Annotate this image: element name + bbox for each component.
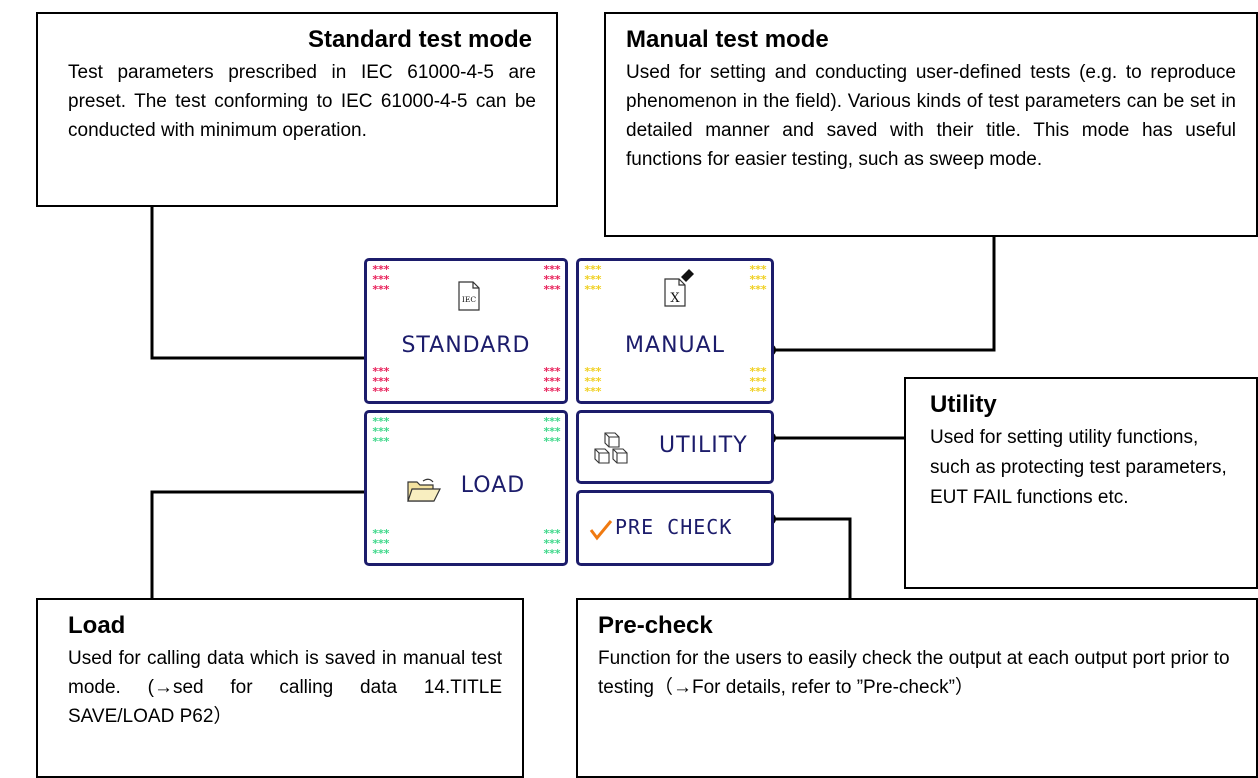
load-button[interactable]: ********* ********* ********* ********* … <box>364 410 568 566</box>
load-callout-text: Used for calling data which is saved in … <box>68 648 502 727</box>
checkmark-icon <box>589 520 613 541</box>
standard-label: STANDARD <box>401 333 531 358</box>
precheck-callout-title: Pre-check <box>598 612 713 639</box>
open-folder-icon <box>407 478 441 502</box>
load-connector <box>150 490 370 598</box>
utility-callout-text: Used for setting utility functions, such… <box>930 427 1227 508</box>
star-decoration: ********* <box>543 263 561 296</box>
star-decoration: ********* <box>543 415 561 448</box>
star-decoration: ********* <box>372 263 390 296</box>
precheck-callout: Pre-check Function for the users to easi… <box>576 598 1258 778</box>
star-decoration: ********* <box>543 365 561 398</box>
load-callout: Load Used for calling data which is save… <box>36 598 524 778</box>
precheck-callout-text: Function for the users to easily check t… <box>598 648 1230 698</box>
utility-callout: Utility Used for setting utility functio… <box>904 377 1258 589</box>
star-decoration: ********* <box>372 527 390 560</box>
load-label: LOAD <box>460 473 526 498</box>
standard-callout-text: Test parameters prescribed in IEC 61000-… <box>68 62 536 141</box>
cubes-icon <box>594 432 628 464</box>
star-decoration: ********* <box>543 527 561 560</box>
star-decoration: ********* <box>584 365 602 398</box>
star-decoration: ********* <box>749 263 767 296</box>
star-decoration: ********* <box>372 415 390 448</box>
pen-document-icon: X <box>664 269 694 307</box>
manual-callout-text: Used for setting and conducting user-def… <box>626 62 1236 170</box>
utility-label: UTILITY <box>659 433 748 458</box>
precheck-connector <box>770 517 852 598</box>
iec-document-icon: IEC <box>458 281 480 311</box>
manual-button[interactable]: ********* ********* ********* ********* … <box>576 258 774 404</box>
iec-icon-text: IEC <box>462 295 476 304</box>
manual-connector <box>770 237 996 352</box>
standard-callout-title: Standard test mode <box>307 26 532 53</box>
standard-connector <box>150 207 372 360</box>
pen-icon-text: X <box>670 291 680 306</box>
manual-label: MANUAL <box>625 333 725 358</box>
precheck-button[interactable]: PRE CHECK <box>576 490 774 566</box>
manual-callout-title: Manual test mode <box>626 26 829 53</box>
manual-test-mode-callout: Manual test mode Used for setting and co… <box>604 12 1258 237</box>
star-decoration: ********* <box>372 365 390 398</box>
load-callout-title: Load <box>68 612 126 639</box>
star-decoration: ********* <box>749 365 767 398</box>
utility-button[interactable]: UTILITY <box>576 410 774 484</box>
standard-test-mode-callout: Standard test mode Test parameters presc… <box>36 12 558 207</box>
standard-button[interactable]: ********* ********* ********* ********* … <box>364 258 568 404</box>
utility-callout-title: Utility <box>930 391 997 418</box>
star-decoration: ********* <box>584 263 602 296</box>
precheck-label: PRE CHECK <box>615 515 733 539</box>
